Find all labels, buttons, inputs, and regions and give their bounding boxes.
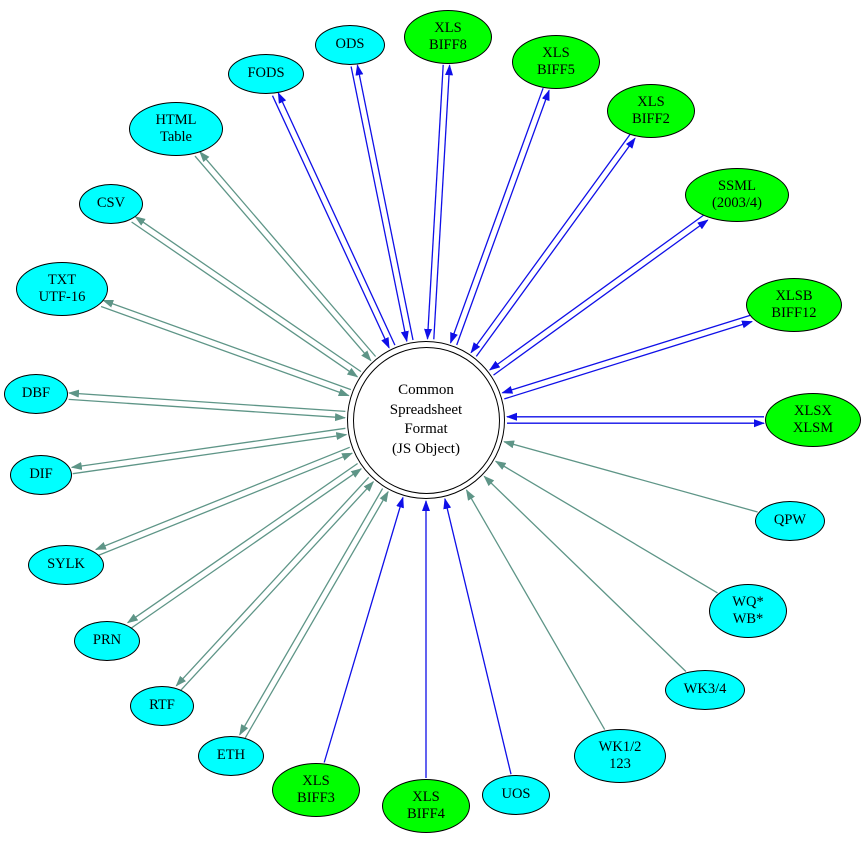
format-node-label: FODS (247, 65, 285, 82)
edge (131, 221, 359, 378)
format-node-txt: TXT UTF-16 (16, 262, 108, 316)
edge (180, 480, 375, 691)
edge (100, 305, 350, 397)
format-node-xlsx: XLSX XLSM (765, 393, 861, 447)
format-node-label: UOS (501, 786, 531, 803)
edge (194, 155, 372, 362)
edge (449, 87, 544, 344)
format-node-wk12: WK1/2 123 (574, 729, 666, 783)
edge (72, 432, 348, 475)
edge (465, 489, 606, 730)
edge (126, 462, 358, 624)
edge (239, 488, 384, 736)
edge (68, 398, 346, 422)
edge (355, 64, 414, 341)
format-node-qpw: QPW (755, 501, 825, 541)
center-node-label: Common Spreadsheet Format (JS Object) (389, 382, 463, 457)
edge (504, 320, 753, 400)
edge (350, 66, 409, 343)
format-node-label: SYLK (47, 556, 85, 573)
edge (483, 475, 687, 672)
format-node-eth: ETH (198, 736, 264, 776)
edge (424, 64, 444, 340)
edge (503, 440, 758, 513)
format-node-sylk: SYLK (28, 545, 104, 585)
center-node-inner-ring: Common Spreadsheet Format (JS Object) (352, 346, 500, 494)
format-node-label: DIF (29, 466, 53, 483)
edge (456, 89, 550, 346)
edge (175, 476, 370, 687)
edge (277, 92, 396, 346)
format-node-label: CSV (96, 195, 126, 212)
format-node-xls-biff8: XLS BIFF8 (404, 10, 492, 64)
edge (70, 427, 346, 470)
format-node-rtf: RTF (130, 686, 194, 726)
format-node-csv: CSV (79, 184, 143, 224)
format-node-fods: FODS (228, 54, 304, 94)
format-node-xls-biff2: XLS BIFF2 (607, 84, 695, 138)
edge (199, 151, 377, 357)
center-node: Common Spreadsheet Format (JS Object) (347, 341, 505, 499)
format-node-label: SSML (2003/4) (712, 177, 762, 211)
format-node-label: XLS BIFF5 (537, 44, 575, 78)
edge (323, 496, 404, 763)
edge (271, 95, 390, 349)
format-node-label: QPW (773, 512, 807, 529)
format-node-label: WQ* WB* (732, 593, 764, 627)
format-node-label: XLS BIFF4 (407, 788, 445, 822)
edge (131, 468, 363, 629)
format-node-label: TXT UTF-16 (38, 271, 86, 305)
edge (433, 64, 454, 340)
edge (102, 299, 352, 391)
format-node-label: WK1/2 123 (598, 738, 642, 772)
edge (475, 137, 636, 357)
format-node-xls-biff4: XLS BIFF4 (382, 779, 470, 833)
format-node-dif: DIF (10, 455, 72, 495)
format-node-xlsb: XLSB BIFF12 (746, 278, 842, 332)
format-node-prn: PRN (74, 621, 140, 661)
format-node-label: ETH (216, 747, 246, 764)
format-node-label: PRN (92, 632, 122, 649)
edge (244, 490, 389, 739)
format-node-xls-biff5: XLS BIFF5 (512, 35, 600, 89)
edge (94, 446, 350, 551)
format-node-wk34: WK3/4 (665, 670, 745, 710)
edge (501, 314, 751, 394)
format-node-label: HTML Table (155, 111, 197, 145)
format-node-label: XLS BIFF8 (429, 19, 467, 53)
edge (68, 389, 346, 413)
format-node-html: HTML Table (129, 102, 223, 156)
edge (494, 460, 718, 594)
edge (488, 214, 705, 371)
edge (134, 216, 362, 373)
format-node-xls-biff3: XLS BIFF3 (272, 763, 360, 817)
format-node-label: RTF (149, 697, 175, 714)
edge (443, 497, 512, 775)
format-node-label: XLS BIFF2 (632, 93, 670, 127)
format-node-label: DBF (21, 385, 51, 402)
format-node-ods: ODS (315, 25, 385, 65)
edge (493, 219, 709, 376)
format-node-label: ODS (335, 36, 365, 53)
edge (470, 134, 631, 354)
format-node-label: WK3/4 (683, 681, 727, 698)
format-node-wq-wb: WQ* WB* (709, 584, 787, 638)
format-node-dbf: DBF (4, 374, 68, 414)
format-node-label: XLS BIFF3 (297, 772, 335, 806)
edge (98, 452, 354, 557)
format-node-uos: UOS (482, 775, 550, 815)
format-node-ssml: SSML (2003/4) (685, 168, 789, 222)
format-node-label: XLSB BIFF12 (771, 287, 817, 321)
format-node-label: XLSX XLSM (792, 402, 834, 436)
